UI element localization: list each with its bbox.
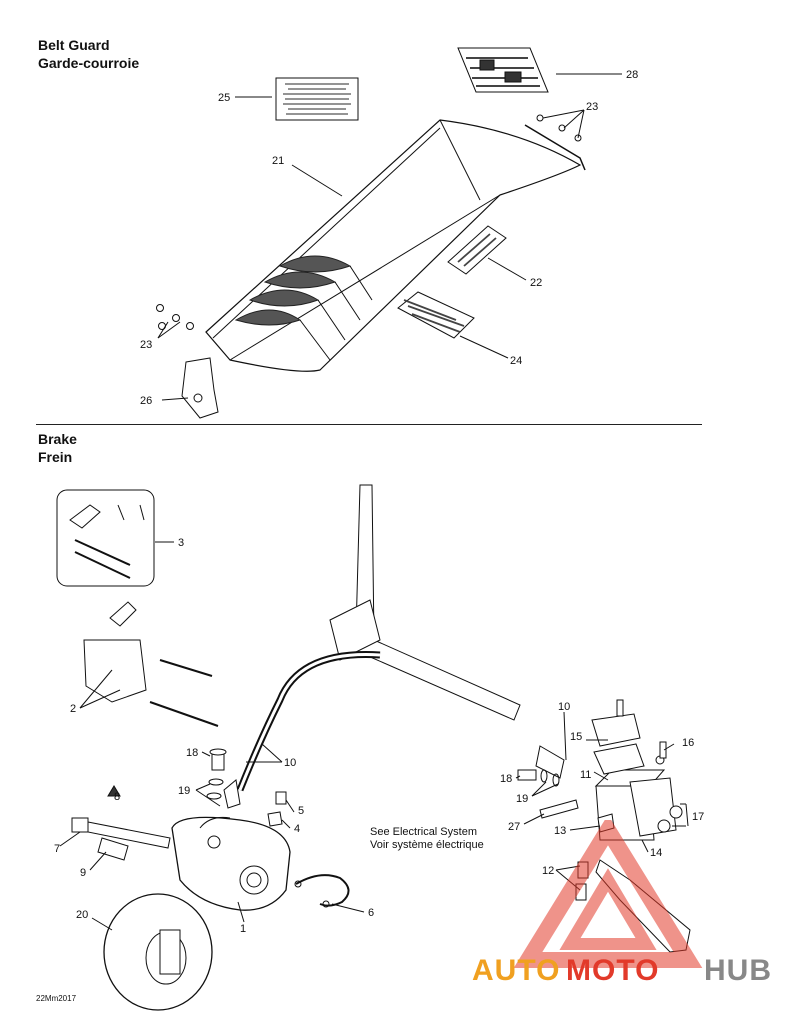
caliper-bolt-7 bbox=[71, 785, 171, 861]
callout-26: 26 bbox=[140, 395, 152, 407]
callout-9: 9 bbox=[80, 867, 86, 879]
bracket-2 bbox=[83, 601, 219, 727]
callout-2: 2 bbox=[70, 703, 76, 715]
callout-10-right: 10 bbox=[558, 701, 570, 713]
callout-23-left: 23 bbox=[140, 339, 152, 351]
decal-25 bbox=[275, 77, 359, 121]
master-cylinder bbox=[535, 699, 683, 841]
callout-18-left: 18 bbox=[186, 747, 198, 759]
callout-10-left: 10 bbox=[284, 757, 296, 769]
callout-7: 7 bbox=[54, 843, 60, 855]
brake-title-fr: Frein bbox=[38, 449, 73, 465]
brake-caliper bbox=[171, 816, 291, 911]
handlebar bbox=[329, 484, 521, 721]
wear-sensor-cable-6 bbox=[294, 874, 350, 908]
callout-21: 21 bbox=[272, 155, 284, 167]
callout-6: 6 bbox=[368, 907, 374, 919]
belt-guard-title-en: Belt Guard bbox=[38, 37, 110, 53]
callout-16: 16 bbox=[682, 737, 694, 749]
callout-25: 25 bbox=[218, 92, 230, 104]
automotohub-watermark: AUTO MOTO HUB bbox=[472, 820, 772, 987]
section-divider bbox=[36, 424, 702, 425]
callout-20: 20 bbox=[76, 909, 88, 921]
brake-hose bbox=[236, 651, 381, 792]
callout-28: 28 bbox=[626, 69, 638, 81]
watermark-moto: MOTO bbox=[566, 954, 659, 987]
brake-title-en: Brake bbox=[38, 431, 77, 447]
banjo-bolt-18 bbox=[206, 748, 241, 809]
decal-22 bbox=[447, 225, 507, 275]
brake-disc bbox=[103, 893, 213, 1011]
callout-labels: 25 28 21 23 22 23 24 26 3 2 10 18 19 8 5… bbox=[54, 69, 704, 935]
callout-1: 1 bbox=[240, 923, 246, 935]
callout-22: 22 bbox=[530, 277, 542, 289]
callout-13: 13 bbox=[554, 825, 566, 837]
callout-17: 17 bbox=[692, 811, 704, 823]
callout-23-top: 23 bbox=[586, 101, 598, 113]
callout-19-right: 19 bbox=[516, 793, 528, 805]
note-en: See Electrical System bbox=[370, 826, 477, 838]
bracket-26 bbox=[181, 357, 219, 419]
callout-19-left: 19 bbox=[178, 785, 190, 797]
watermark-triangle-inner bbox=[559, 868, 657, 950]
callout-11: 11 bbox=[580, 769, 591, 781]
belt-guard-title-fr: Garde-courroie bbox=[38, 55, 140, 71]
callout-12: 12 bbox=[542, 865, 554, 877]
brake-title: Brake Frein bbox=[38, 430, 77, 466]
callout-8: 8 bbox=[114, 791, 120, 803]
banjo-bolt-18-right bbox=[517, 769, 579, 819]
decal-28 bbox=[457, 47, 549, 93]
callout-3: 3 bbox=[178, 537, 184, 549]
callout-14: 14 bbox=[650, 847, 662, 859]
belt-guard-cover bbox=[205, 119, 586, 372]
watermark-hub: HUB bbox=[704, 954, 772, 987]
callout-27: 27 bbox=[508, 821, 520, 833]
note-fr: Voir système électrique bbox=[370, 839, 484, 851]
callout-5: 5 bbox=[298, 805, 304, 817]
watermark-triangle-outer bbox=[513, 820, 703, 968]
callout-24: 24 bbox=[510, 355, 522, 367]
callout-18-right: 18 bbox=[500, 773, 512, 785]
electrical-system-note: See Electrical System Voir système élect… bbox=[370, 826, 484, 852]
watermark-auto: AUTO bbox=[472, 954, 560, 987]
callout-15: 15 bbox=[570, 731, 582, 743]
drawing-code: 22Mm2017 bbox=[36, 994, 77, 1003]
bleeder-5 bbox=[267, 791, 287, 827]
belt-guard-title: Belt Guard Garde-courroie bbox=[38, 36, 139, 72]
callout-4: 4 bbox=[294, 823, 300, 835]
kit-box-3 bbox=[56, 489, 155, 587]
decal-24 bbox=[397, 291, 475, 339]
